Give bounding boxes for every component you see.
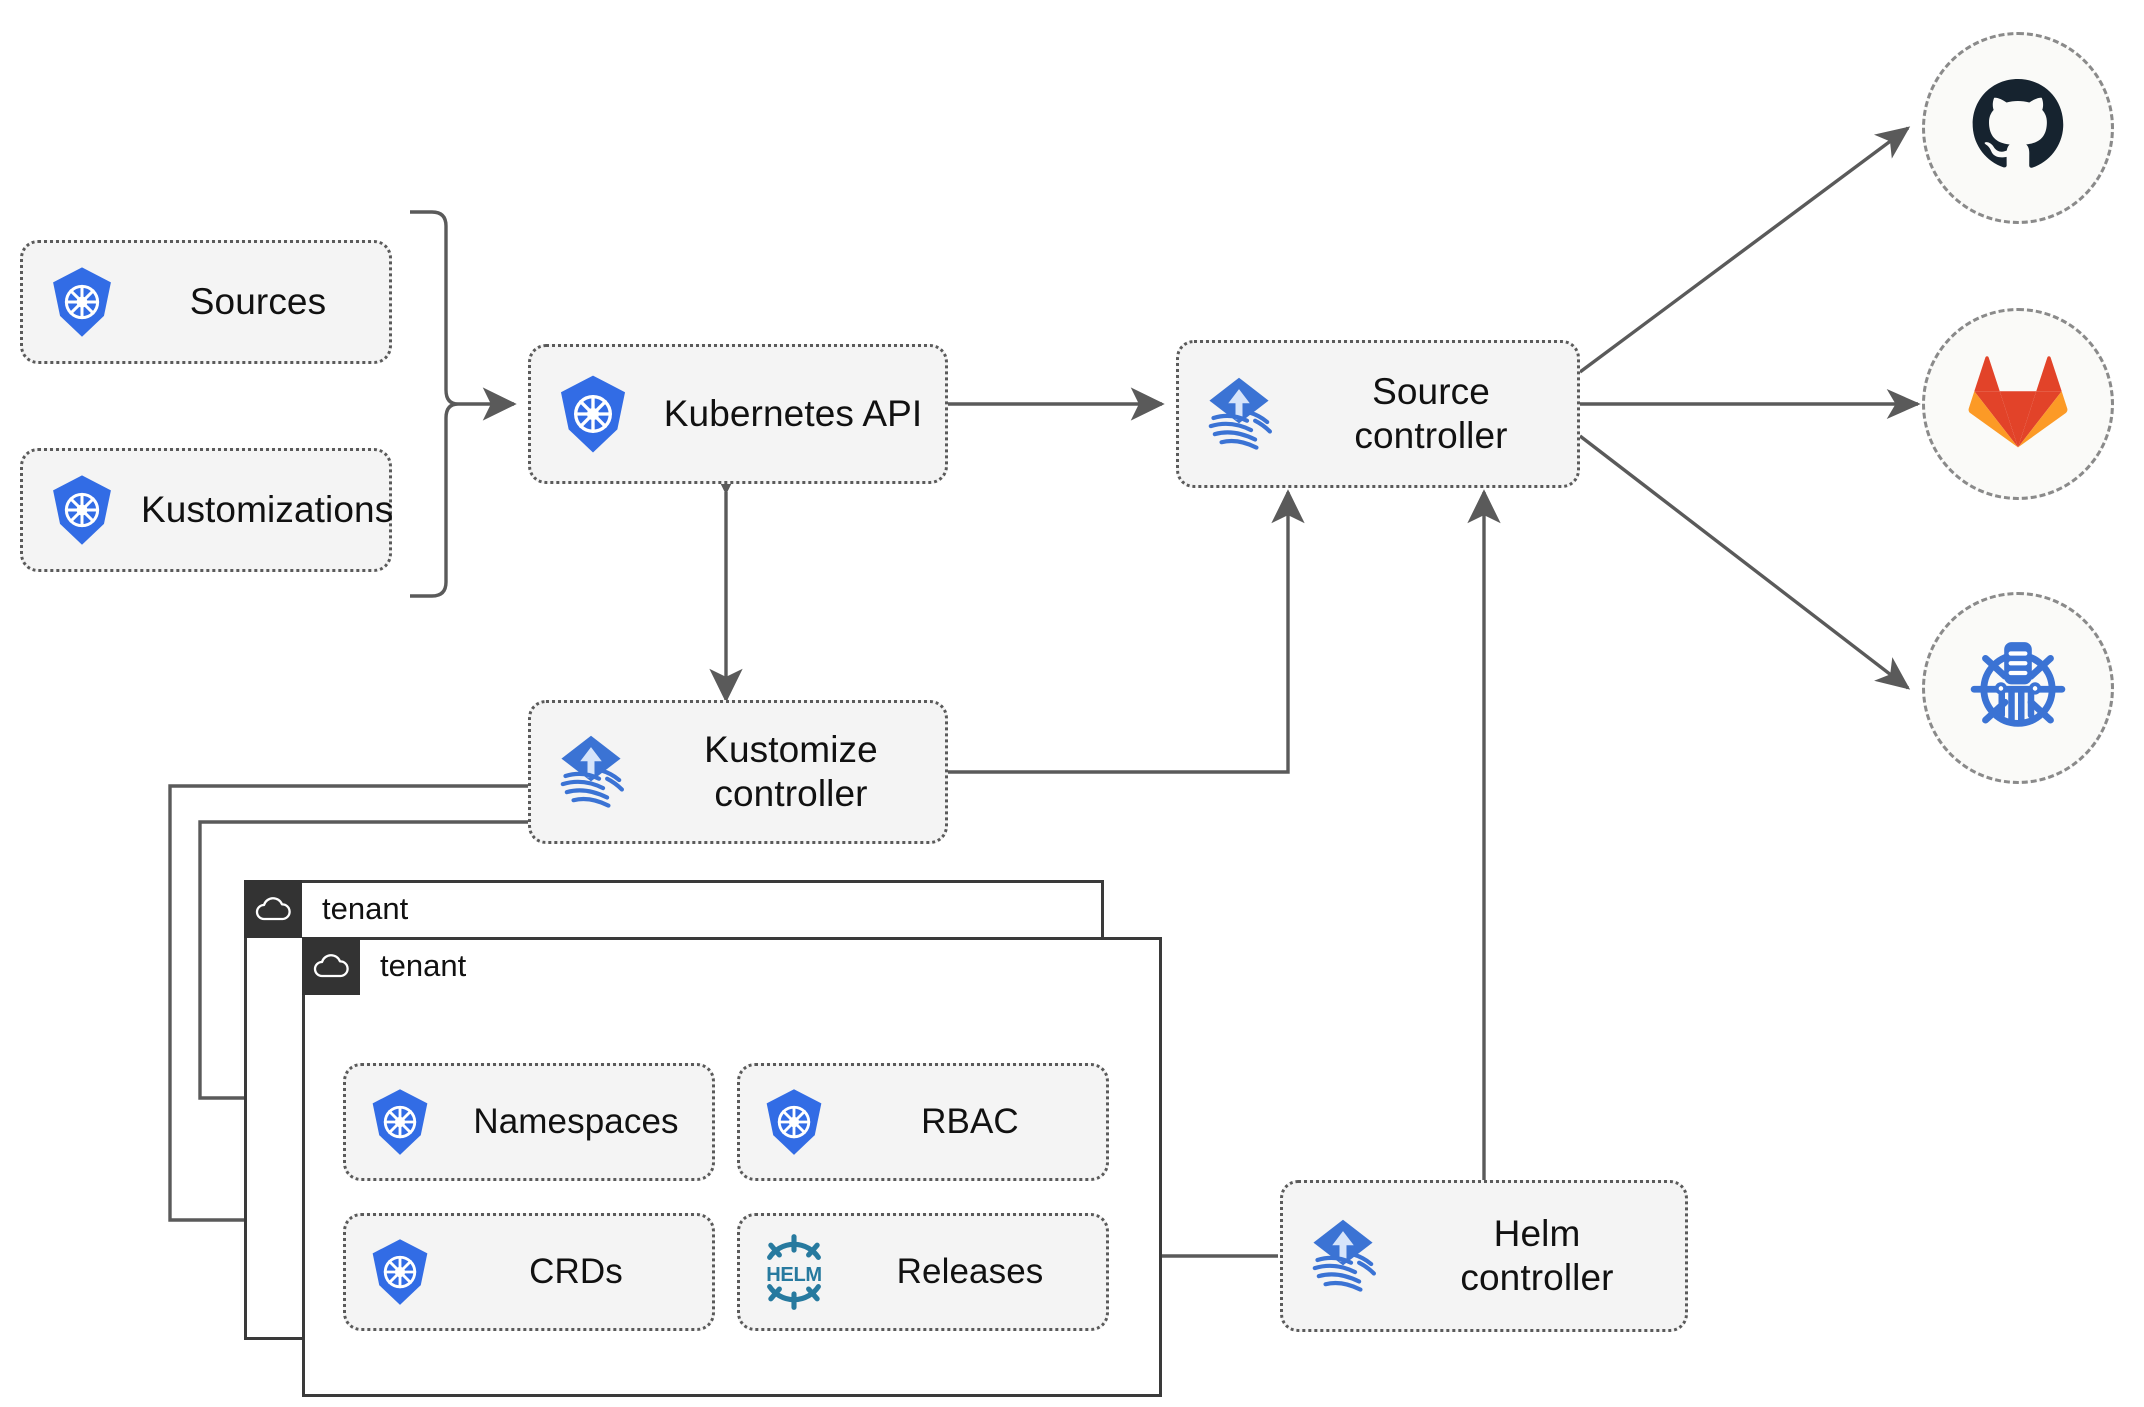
node-label: Kubernetes API [663,393,923,435]
node-label: Kustomize controller [704,729,878,814]
node-releases[interactable]: HELM Releases [737,1213,1109,1331]
cloud-icon [302,937,360,995]
provider-gitlab[interactable] [1922,308,2114,500]
kubernetes-icon [740,1087,848,1157]
tenant-window-2[interactable]: tenant Namespaces [302,937,1162,1397]
node-namespaces[interactable]: Namespaces [343,1063,715,1181]
node-kustomize-controller[interactable]: Kustomize controller [528,700,948,844]
node-label: Kustomizations [141,489,394,531]
flux-icon [1283,1213,1403,1299]
gitlab-icon [1968,355,2068,454]
flux-icon [531,729,651,815]
node-label: Namespaces [473,1102,679,1142]
svg-text:HELM: HELM [766,1264,821,1286]
node-crds[interactable]: CRDs [343,1213,715,1331]
node-label: Sources [189,281,327,323]
kubernetes-icon [531,373,655,455]
node-label: Releases [896,1252,1044,1292]
helm-repository-icon [1966,634,2070,743]
github-icon [1969,77,2067,180]
cloud-icon [244,880,302,938]
tenant-titlebar: tenant [244,880,408,938]
node-source-controller[interactable]: Source controller [1176,340,1580,488]
node-rbac[interactable]: RBAC [737,1063,1109,1181]
node-helm-controller[interactable]: Helm controller [1280,1180,1688,1332]
node-label: CRDs [529,1252,623,1292]
node-label: Helm controller [1460,1213,1614,1298]
provider-helm-repository[interactable] [1922,592,2114,784]
node-kustomizations[interactable]: Kustomizations [20,448,393,572]
kubernetes-icon [23,473,141,547]
kubernetes-icon [23,265,141,339]
node-kubernetes-api[interactable]: Kubernetes API [528,344,948,484]
flux-icon [1179,371,1299,457]
provider-github[interactable] [1922,32,2114,224]
tenant-titlebar: tenant [302,937,466,995]
tenant-label: tenant [380,948,467,983]
kubernetes-icon [346,1237,454,1307]
helm-icon: HELM [740,1233,848,1311]
node-sources[interactable]: Sources [20,240,392,364]
node-label: RBAC [921,1102,1019,1142]
tenant-label: tenant [322,891,409,926]
kubernetes-icon [346,1087,454,1157]
node-label: Source controller [1354,371,1508,456]
